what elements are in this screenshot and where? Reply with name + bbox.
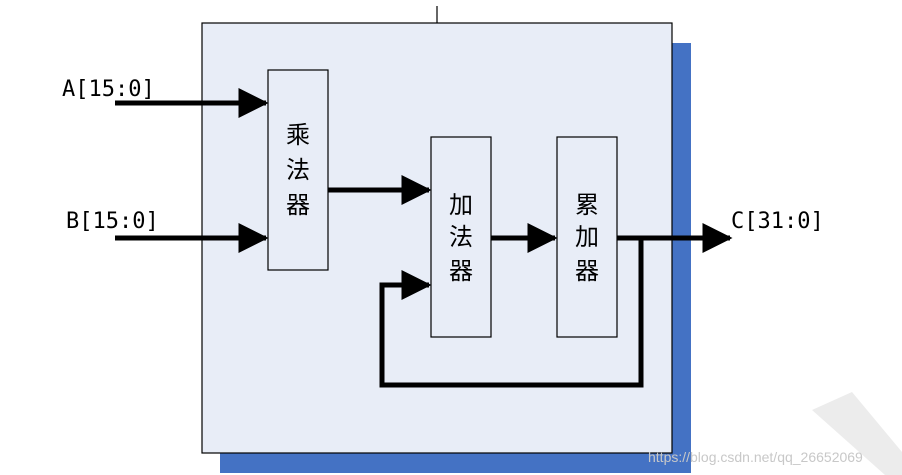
input-a-label: A[15:0] [62,77,155,102]
input-b-label: B[15:0] [66,209,159,234]
accumulator-label-2: 加 [575,223,599,251]
adder-label-3: 器 [449,257,473,285]
multiplier-label-1: 乘 [286,121,310,149]
watermark-logo [812,392,902,475]
multiplier-label-2: 法 [286,156,310,184]
output-c-label: C[31:0] [731,209,824,234]
accumulator-label-3: 器 [575,257,599,285]
adder-label-2: 法 [449,223,473,251]
accumulator-label-1: 累 [575,191,599,219]
adder-block [430,136,492,338]
multiplier-block [267,69,329,271]
watermark-text: https://blog.csdn.net/qq_26652069 [648,449,863,465]
multiplier-label-3: 器 [286,191,310,219]
feedback-loop-arrow [379,238,644,388]
adder-label-1: 加 [449,191,473,219]
